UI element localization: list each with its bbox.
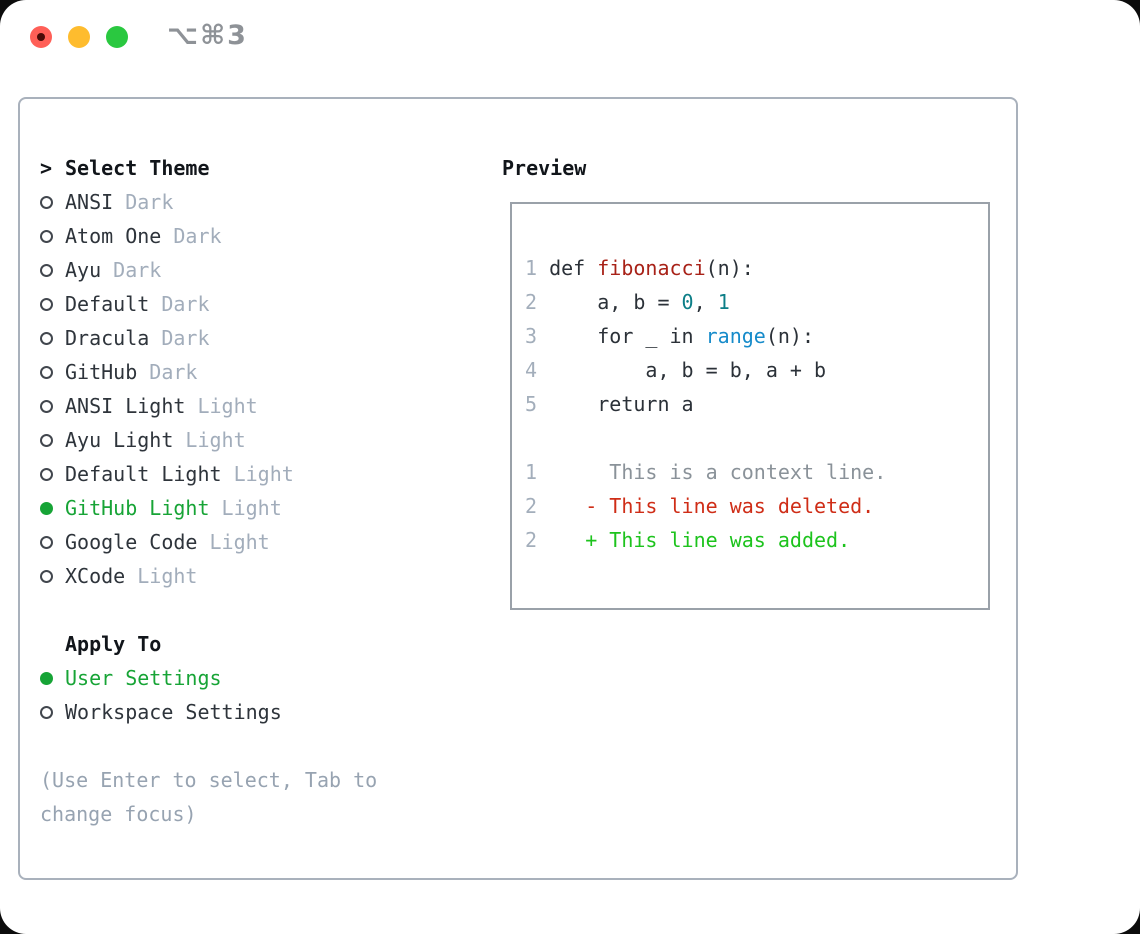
code-line-2: 2 a, b = 0, 1 [525, 290, 730, 314]
radio-icon [40, 467, 65, 481]
option-label: Ayu Light [65, 428, 174, 452]
option-label: Atom One [65, 224, 162, 248]
code-preview: 1 def fibonacci(n): 2 a, b = 0, 1 3 for _ … [525, 251, 988, 421]
radio-icon [40, 433, 65, 447]
theme-option-default-light[interactable]: Default Light Light [40, 457, 377, 491]
option-label: User Settings [65, 666, 222, 690]
diff-context-line: 1 This is a context line. [525, 460, 887, 484]
theme-option-ayu-light[interactable]: Ayu Light Light [40, 423, 377, 457]
code-line-4: 4 a, b = b, a + b [525, 358, 827, 382]
theme-variant-label: Dark [161, 224, 222, 248]
theme-variant-label: Dark [149, 292, 210, 316]
theme-variant-label: Dark [149, 326, 210, 350]
theme-variant-label: Light [221, 462, 294, 486]
option-label: Dracula [65, 326, 150, 350]
option-label: GitHub Light [65, 496, 210, 520]
radio-icon [40, 297, 65, 311]
option-label: Google Code [65, 530, 198, 554]
select-theme-title: Select Theme [65, 156, 210, 180]
radio-icon [40, 195, 65, 209]
option-label: ANSI [65, 190, 114, 214]
option-label: Default Light [65, 462, 222, 486]
minimize-button[interactable] [68, 26, 90, 48]
radio-icon [40, 705, 65, 719]
radio-icon [40, 399, 65, 413]
theme-option-default[interactable]: Default Dark [40, 287, 377, 321]
selection-prompt-icon: > [40, 156, 53, 180]
maximize-button[interactable] [106, 26, 128, 48]
theme-option-ayu[interactable]: Ayu Dark [40, 253, 377, 287]
apply-option-workspace-settings[interactable]: Workspace Settings [40, 695, 377, 729]
theme-option-ansi-light[interactable]: ANSI Light Light [40, 389, 377, 423]
diff-deleted-line: 2 - This line was deleted. [525, 494, 875, 518]
close-dot-icon [37, 33, 45, 41]
theme-variant-label: Light [125, 564, 198, 588]
theme-option-google-code[interactable]: Google Code Light [40, 525, 377, 559]
option-label: GitHub [65, 360, 138, 384]
hint-line-1: (Use Enter to select, Tab to [40, 768, 378, 792]
code-line-5: 5 return a [525, 392, 694, 416]
theme-variant-label: Dark [113, 190, 174, 214]
theme-variant-label: Light [209, 496, 282, 520]
theme-option-github-light[interactable]: GitHub Light Light [40, 491, 377, 525]
option-label: ANSI Light [65, 394, 186, 418]
radio-icon [40, 263, 65, 277]
option-label: Default [65, 292, 150, 316]
radio-selected-icon [40, 671, 65, 685]
theme-option-dracula[interactable]: Dracula Dark [40, 321, 377, 355]
preview-box: 1 def fibonacci(n): 2 a, b = 0, 1 3 for _ … [510, 202, 990, 610]
code-line-3: 3 for _ in range(n): [525, 324, 815, 348]
radio-icon [40, 229, 65, 243]
option-label: Workspace Settings [65, 700, 282, 724]
apply-option-user-settings[interactable]: User Settings [40, 661, 377, 695]
radio-icon [40, 535, 65, 549]
diff-preview: 1 This is a context line. 2 - This line w… [525, 455, 988, 557]
preview-blank-line [525, 421, 988, 455]
option-label: XCode [65, 564, 126, 588]
spacer [40, 729, 377, 763]
theme-option-ansi[interactable]: ANSI Dark [40, 185, 377, 219]
theme-variant-label: Light [185, 394, 258, 418]
apply-to-header: Apply To [40, 627, 377, 661]
radio-icon [40, 365, 65, 379]
close-button[interactable] [30, 26, 52, 48]
theme-variant-label: Light [173, 428, 246, 452]
diff-added-line: 2 + This line was added. [525, 528, 851, 552]
spacer [40, 593, 377, 627]
theme-variant-label: Dark [137, 360, 198, 384]
theme-variant-label: Light [197, 530, 270, 554]
select-theme-header: > Select Theme [40, 151, 377, 185]
theme-option-github[interactable]: GitHub Dark [40, 355, 377, 389]
hint-line-2: change focus) [40, 802, 197, 826]
radio-icon [40, 331, 65, 345]
radio-icon [40, 569, 65, 583]
preview-title: Preview [502, 156, 587, 180]
apply-to-title: Apply To [65, 632, 162, 656]
window-title: ⌥⌘3 [167, 20, 248, 51]
theme-variant-label: Dark [101, 258, 162, 282]
theme-option-atom-one[interactable]: Atom One Dark [40, 219, 377, 253]
radio-selected-icon [40, 501, 65, 515]
option-label: Ayu [65, 258, 102, 282]
code-line-1: 1 def fibonacci(n): [525, 256, 754, 280]
theme-option-xcode[interactable]: XCode Light [40, 559, 377, 593]
